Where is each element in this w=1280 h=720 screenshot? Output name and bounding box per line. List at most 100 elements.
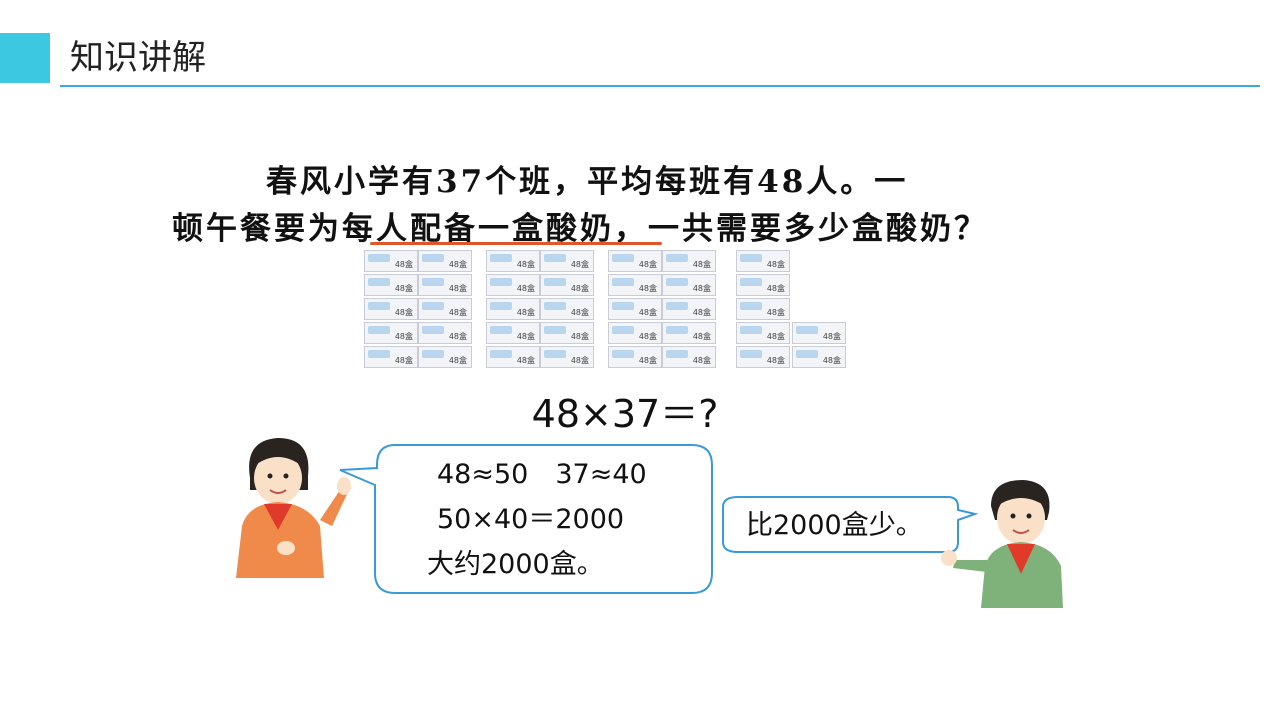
carton-logo: [368, 302, 390, 310]
carton-logo: [490, 350, 512, 358]
carton-label: 48盒: [516, 356, 535, 365]
emphasis-underline: [370, 242, 662, 245]
carton-label: 48盒: [394, 332, 413, 341]
yogurt-carton: 48盒: [662, 346, 716, 368]
carton-logo: [740, 254, 762, 262]
problem-line-1: 春风小学有37个班，平均每班有48人。一: [266, 164, 909, 200]
carton-logo: [796, 350, 818, 358]
yogurt-carton: 48盒: [418, 346, 472, 368]
carton-label: 48盒: [516, 308, 535, 317]
yogurt-carton: 48盒: [364, 274, 418, 296]
estimate-conclusion: 大约2000盒。: [427, 549, 604, 580]
carton-label: 48盒: [638, 260, 657, 269]
yogurt-carton: 48盒: [364, 250, 418, 272]
carton-logo: [796, 326, 818, 334]
yogurt-carton: 48盒: [540, 250, 594, 272]
carton-logo: [666, 350, 688, 358]
yogurt-carton: 48盒: [662, 298, 716, 320]
carton-label: 48盒: [692, 332, 711, 341]
carton-label: 48盒: [822, 356, 841, 365]
carton-logo: [612, 302, 634, 310]
carton-label: 48盒: [394, 356, 413, 365]
page-title: 知识讲解: [70, 38, 206, 78]
carton-logo: [490, 254, 512, 262]
yogurt-carton: 48盒: [736, 346, 790, 368]
carton-label: 48盒: [766, 308, 785, 317]
carton-label: 48盒: [766, 284, 785, 293]
carton-logo: [666, 278, 688, 286]
yogurt-carton: 48盒: [608, 322, 662, 344]
carton-logo: [612, 326, 634, 334]
carton-label: 48盒: [570, 284, 589, 293]
yogurt-carton: 48盒: [540, 322, 594, 344]
carton-logo: [422, 326, 444, 334]
yogurt-carton: 48盒: [792, 346, 846, 368]
yogurt-carton: 48盒: [608, 298, 662, 320]
carton-logo: [666, 302, 688, 310]
yogurt-carton: 48盒: [486, 298, 540, 320]
carton-label: 48盒: [692, 356, 711, 365]
carton-logo: [490, 302, 512, 310]
carton-label: 48盒: [638, 356, 657, 365]
yogurt-carton: 48盒: [418, 250, 472, 272]
yogurt-carton: 48盒: [736, 298, 790, 320]
yogurt-carton: 48盒: [736, 322, 790, 344]
carton-label: 48盒: [570, 356, 589, 365]
yogurt-carton: 48盒: [418, 298, 472, 320]
yogurt-carton: 48盒: [540, 274, 594, 296]
carton-logo: [612, 350, 634, 358]
carton-label: 48盒: [394, 284, 413, 293]
carton-label: 48盒: [570, 260, 589, 269]
carton-label: 48盒: [638, 308, 657, 317]
carton-label: 48盒: [570, 332, 589, 341]
carton-logo: [544, 350, 566, 358]
yogurt-carton: 48盒: [736, 274, 790, 296]
carton-logo: [490, 326, 512, 334]
carton-label: 48盒: [766, 332, 785, 341]
carton-logo: [368, 278, 390, 286]
yogurt-carton: 48盒: [418, 322, 472, 344]
yogurt-carton: 48盒: [486, 322, 540, 344]
carton-logo: [368, 254, 390, 262]
yogurt-carton: 48盒: [736, 250, 790, 272]
yogurt-carton: 48盒: [418, 274, 472, 296]
carton-label: 48盒: [516, 332, 535, 341]
yogurt-carton: 48盒: [486, 250, 540, 272]
carton-label: 48盒: [448, 332, 467, 341]
carton-label: 48盒: [394, 308, 413, 317]
carton-label: 48盒: [516, 260, 535, 269]
yogurt-carton: 48盒: [540, 298, 594, 320]
carton-logo: [666, 326, 688, 334]
yogurt-carton: 48盒: [608, 250, 662, 272]
yogurt-carton: 48盒: [364, 298, 418, 320]
header-accent-block: [0, 33, 50, 83]
carton-logo: [544, 254, 566, 262]
carton-label: 48盒: [448, 356, 467, 365]
carton-logo: [490, 278, 512, 286]
carton-label: 48盒: [570, 308, 589, 317]
carton-logo: [612, 278, 634, 286]
carton-label: 48盒: [692, 284, 711, 293]
carton-logo: [422, 254, 444, 262]
yogurt-carton: 48盒: [486, 346, 540, 368]
carton-label: 48盒: [692, 260, 711, 269]
yogurt-carton: 48盒: [662, 250, 716, 272]
carton-label: 48盒: [766, 260, 785, 269]
carton-label: 48盒: [766, 356, 785, 365]
yogurt-carton: 48盒: [486, 274, 540, 296]
header-divider: [60, 85, 1260, 87]
carton-logo: [740, 350, 762, 358]
carton-label: 48盒: [516, 284, 535, 293]
yogurt-carton: 48盒: [608, 274, 662, 296]
carton-label: 48盒: [822, 332, 841, 341]
yogurt-carton: 48盒: [364, 322, 418, 344]
carton-logo: [368, 326, 390, 334]
boy-remark: 比2000盒少。: [746, 510, 923, 541]
yogurt-carton: 48盒: [608, 346, 662, 368]
carton-label: 48盒: [394, 260, 413, 269]
carton-label: 48盒: [448, 308, 467, 317]
carton-logo: [422, 278, 444, 286]
carton-logo: [612, 254, 634, 262]
problem-line-2: 顿午餐要为每人配备一盒酸奶，一共需要多少盒酸奶？: [172, 211, 988, 247]
